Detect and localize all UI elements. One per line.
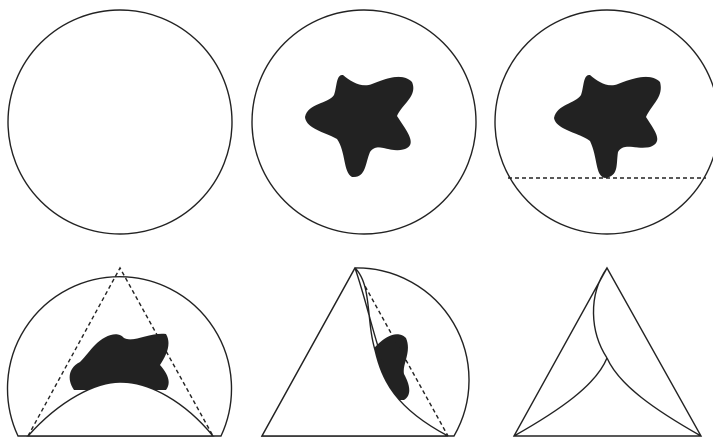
panel-2-circle-with-blot xyxy=(252,10,476,234)
panel-4-bottom-flap-folded xyxy=(7,268,231,436)
panel-5-left-flap-folded xyxy=(262,268,469,436)
panel-3-circle-with-fold-line xyxy=(495,10,713,234)
paper-circle xyxy=(8,10,232,234)
triangle-outline xyxy=(514,268,701,436)
panel-6-folded-triangle xyxy=(514,268,701,436)
panel-1-empty-circle xyxy=(8,10,232,234)
